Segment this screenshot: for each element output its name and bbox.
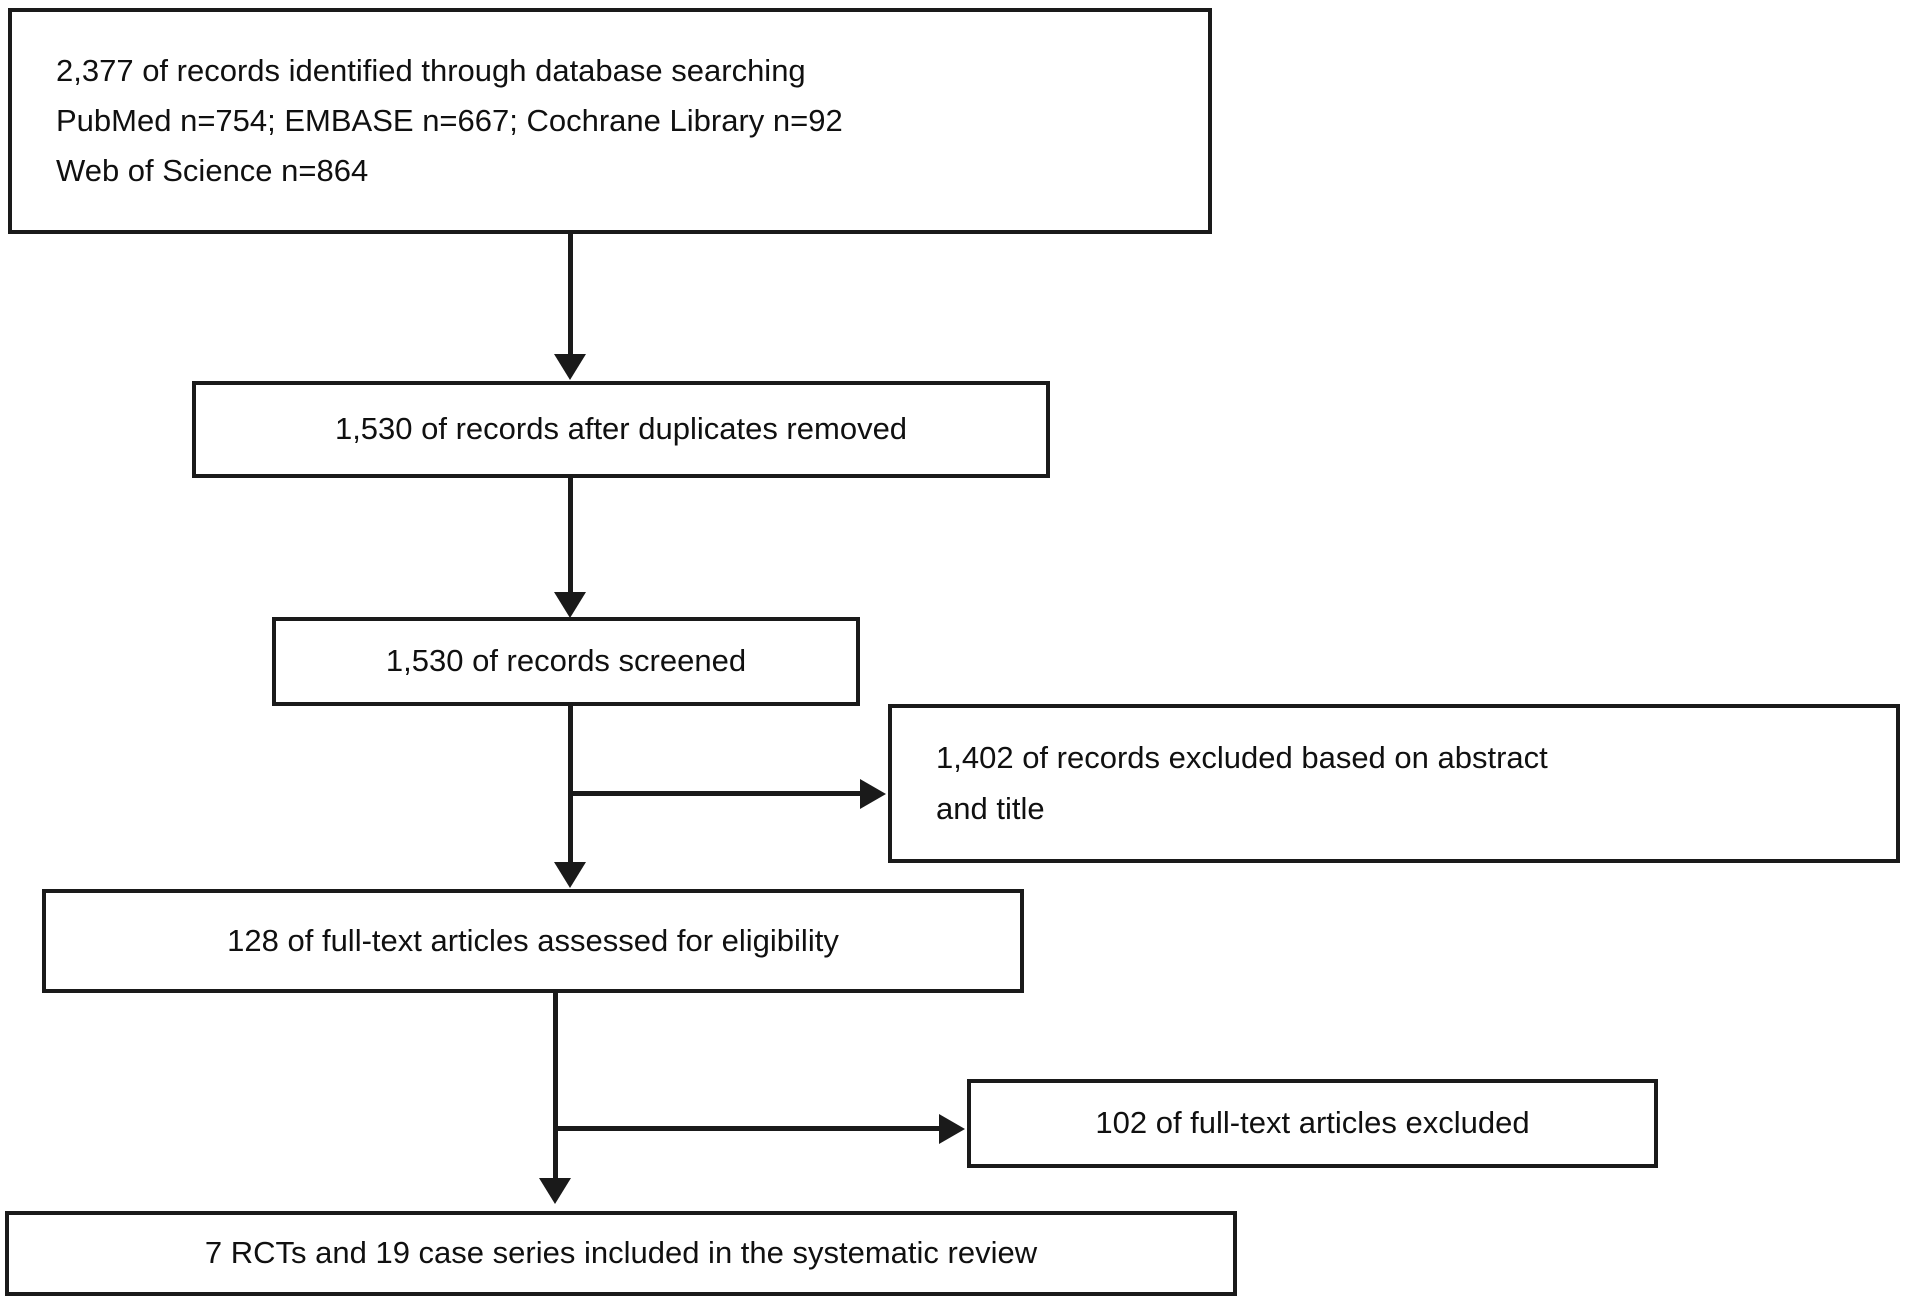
node-records-excluded-line-2: and title — [936, 790, 1045, 826]
connector-fulltext-to-included — [553, 993, 558, 1183]
node-records-excluded: 1,402 of records excluded based on abstr… — [888, 704, 1900, 863]
node-duplicates-removed: 1,530 of records after duplicates remove… — [192, 381, 1050, 478]
node-fulltext-excluded: 102 of full-text articles excluded — [967, 1079, 1658, 1168]
arrowhead-fulltext-to-fulltext-excluded — [939, 1114, 965, 1144]
branch-screened-to-records-excluded — [568, 791, 862, 796]
arrowhead-fulltext-to-included — [539, 1178, 571, 1204]
branch-fulltext-to-fulltext-excluded — [553, 1126, 941, 1131]
node-studies-included: 7 RCTs and 19 case series included in th… — [5, 1211, 1237, 1296]
node-records-identified: 2,377 of records identified through data… — [8, 8, 1212, 234]
arrowhead-identified-to-duplicates — [554, 354, 586, 380]
connector-identified-to-duplicates — [568, 234, 573, 356]
connector-duplicates-to-screened — [568, 478, 573, 594]
node-records-identified-line-3: Web of Science n=864 — [56, 153, 369, 189]
node-records-screened-label: 1,530 of records screened — [385, 643, 747, 679]
node-records-identified-line-2: PubMed n=754; EMBASE n=667; Cochrane Lib… — [56, 102, 843, 138]
arrowhead-screened-to-records-excluded — [860, 779, 886, 809]
node-studies-included-label: 7 RCTs and 19 case series included in th… — [204, 1235, 1038, 1271]
arrowhead-screened-to-fulltext — [554, 862, 586, 888]
node-records-screened: 1,530 of records screened — [272, 617, 860, 706]
node-fulltext-assessed-label: 128 of full-text articles assessed for e… — [227, 922, 839, 958]
node-records-excluded-line-1: 1,402 of records excluded based on abstr… — [936, 740, 1548, 776]
arrowhead-duplicates-to-screened — [554, 592, 586, 618]
node-fulltext-excluded-label: 102 of full-text articles excluded — [1095, 1105, 1530, 1141]
node-records-identified-line-1: 2,377 of records identified through data… — [56, 52, 806, 88]
node-fulltext-assessed: 128 of full-text articles assessed for e… — [42, 889, 1024, 993]
node-duplicates-removed-label: 1,530 of records after duplicates remove… — [334, 411, 908, 447]
